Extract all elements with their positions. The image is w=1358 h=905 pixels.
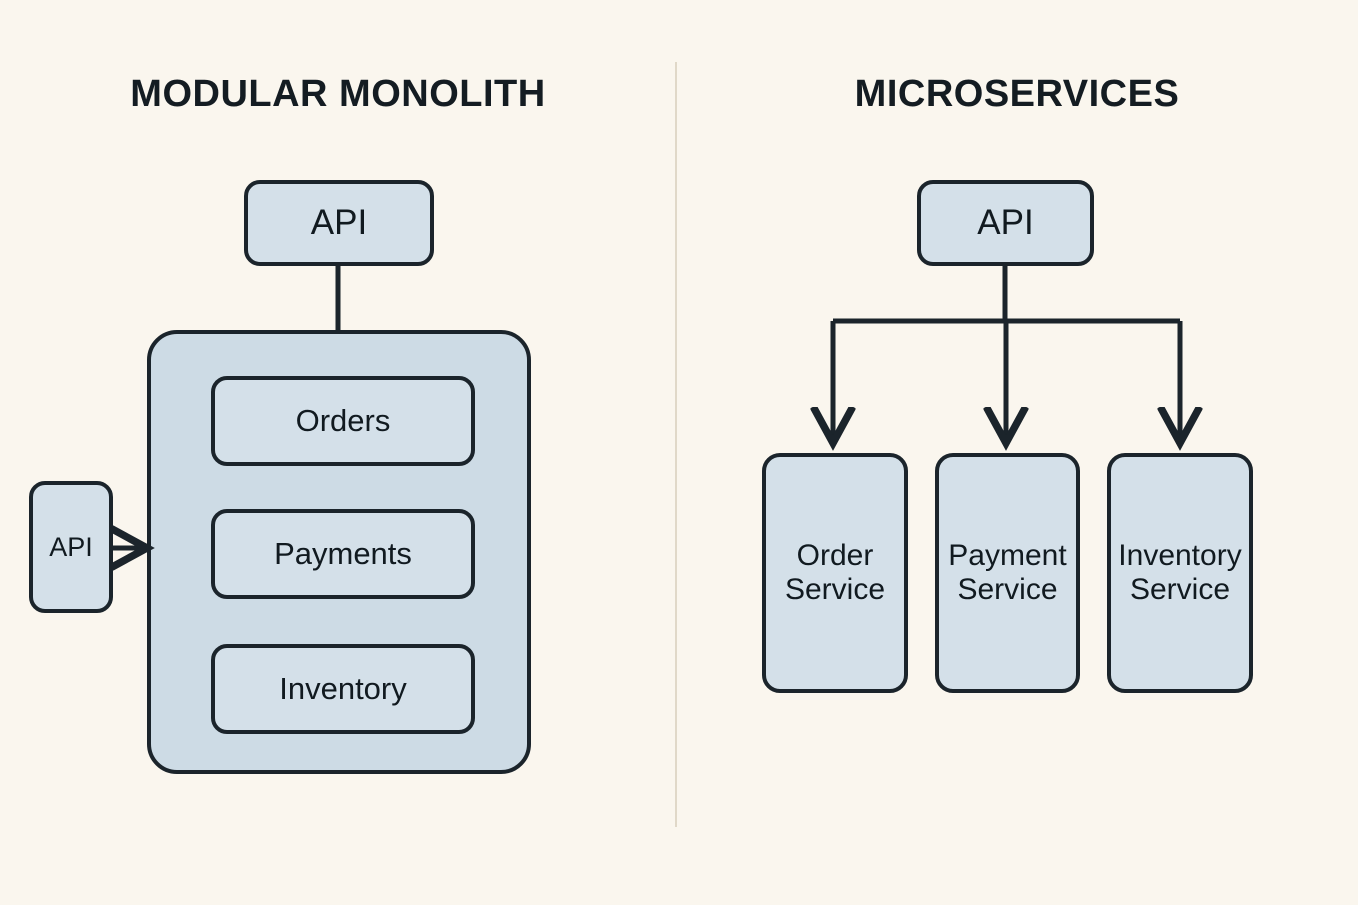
microservices-api-gateway-box[interactable]: API <box>917 180 1094 266</box>
monolith-api-gateway-label: API <box>310 203 368 243</box>
service-order-label-line2: Service <box>784 573 886 606</box>
monolith-external-api-label: API <box>49 531 93 562</box>
module-inventory-box[interactable]: Inventory <box>211 644 475 734</box>
monolith-container[interactable]: Orders Payments Inventory <box>147 330 531 774</box>
module-inventory-label: Inventory <box>279 670 407 706</box>
service-order-box[interactable]: Order Service <box>762 453 908 693</box>
module-payments-label: Payments <box>274 535 412 571</box>
panel-title-microservices: MICROSERVICES <box>854 73 1180 115</box>
module-orders-label: Orders <box>295 402 391 438</box>
service-payment-box[interactable]: Payment Service <box>935 453 1080 693</box>
service-inventory-label-line1: Inventory <box>1118 539 1242 573</box>
microservices-api-gateway-label: API <box>977 203 1034 243</box>
service-order-label-line1: Order <box>796 539 874 573</box>
panel-title-modular-monolith: MODULAR MONOLITH <box>130 73 546 115</box>
module-payments-box[interactable]: Payments <box>211 509 475 599</box>
monolith-api-gateway-box[interactable]: API <box>244 180 434 266</box>
module-orders-box[interactable]: Orders <box>211 376 475 466</box>
service-payment-label-line2: Service <box>957 573 1058 606</box>
service-inventory-label-line2: Service <box>1129 573 1231 606</box>
panel-divider <box>675 62 677 827</box>
service-payment-label-line1: Payment <box>948 539 1067 573</box>
monolith-external-api-box[interactable]: API <box>29 481 113 613</box>
service-inventory-box[interactable]: Inventory Service <box>1107 453 1253 693</box>
